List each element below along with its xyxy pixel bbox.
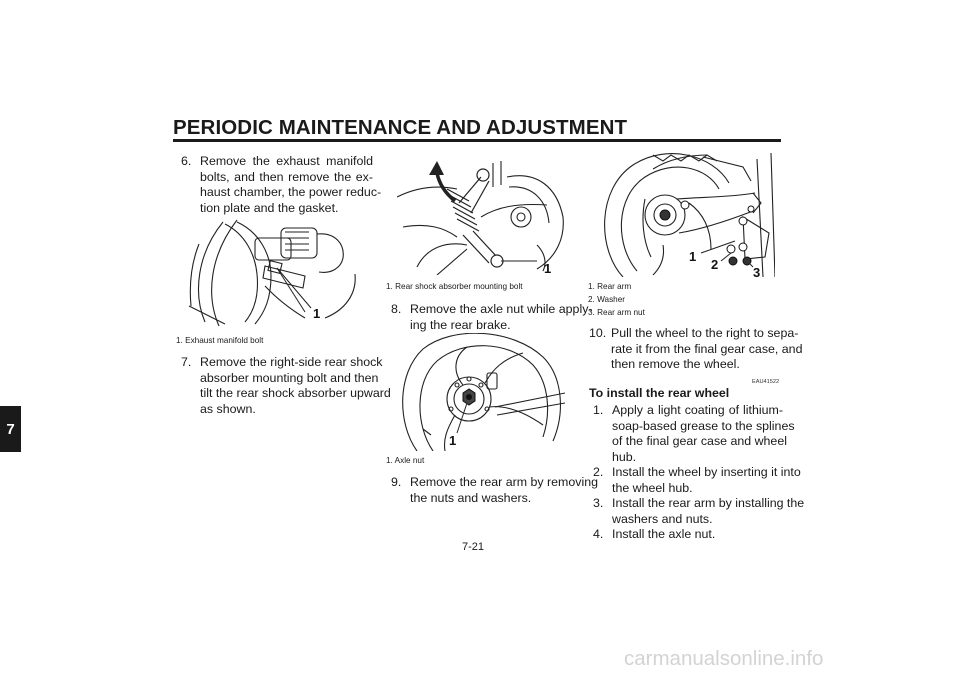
step-number: 3. [593,496,604,510]
exhaust-manifold-figure: 1 [188,219,356,327]
figure-caption: 2. Washer [588,295,626,304]
figure-callout: 2 [711,257,718,272]
step-line: Install the rear arm by installing the [612,496,805,510]
step-number: 2. [593,465,604,479]
shock-absorber-figure: 1 [397,161,564,275]
step-number: 9. [391,475,402,489]
step-line: Remove the exhaust manifold [200,154,373,168]
step-9: 9. Remove the rear arm by removing the n… [391,475,598,507]
figure-caption: 1. Rear shock absorber mounting bolt [386,282,523,291]
step-line: soap-based grease to the splines [612,418,795,433]
install-step-3: 3. Install the rear arm by installing th… [593,496,805,528]
figure-caption: 1. Exhaust manifold bolt [176,336,264,345]
step-line: rate it from the final gear case, and [611,341,803,356]
step-line: hub. [612,449,637,464]
title-rule [173,139,781,142]
figure-callout: 1 [544,261,551,275]
step-line: Apply a light coating of lithium- [612,403,783,417]
step-line: the nuts and washers. [410,490,532,505]
install-step-4: 4. Install the axle nut. [593,527,783,543]
step-line: Remove the right-side rear shock [200,355,383,369]
page-number: 7-21 [462,541,485,553]
step-line: Pull the wheel to the right to sepa- [611,326,799,340]
section-tab: 7 [0,406,21,452]
figure-callout: 1 [449,433,456,448]
step-number: 4. [593,527,604,541]
step-line: tilt the rear shock absorber upward [200,386,391,401]
step-number: 1. [593,403,604,417]
section-heading: To install the rear wheel [589,386,730,400]
step-7: 7. Remove the right-side rear shock abso… [181,355,391,419]
step-line: absorber mounting bolt and then [200,370,379,385]
step-line: Remove the axle nut while apply- [410,302,593,316]
step-number: 8. [391,302,402,316]
install-step-1: 1. Apply a light coating of lithium- soa… [593,403,795,467]
step-line: as shown. [200,401,256,416]
step-number: 7. [181,355,192,369]
step-line: then remove the wheel. [611,357,740,372]
step-line: Remove the rear arm by removing [410,475,598,489]
rear-arm-figure: 1 2 3 [604,152,775,277]
figure-callout: 1 [689,249,696,264]
step-line: Install the axle nut. [612,527,716,541]
figure-callout: 3 [753,265,760,277]
figure-callout: 1 [313,306,320,321]
step-line: bolts, and then remove the ex- [200,169,373,184]
figure-caption: 1. Rear arm [588,282,632,291]
watermark: carmanualsonline.info [624,647,824,670]
reference-code: EAU41522 [752,379,780,385]
step-number: 10. [589,326,607,340]
step-8: 8. Remove the axle nut while apply- ing … [391,302,593,334]
step-line: ing the rear brake. [410,317,511,332]
step-line: washers and nuts. [612,511,713,526]
figure-caption: 3. Rear arm nut [588,308,645,317]
axle-nut-figure: 1 [402,333,565,451]
figure-caption: 1. Axle nut [386,456,425,465]
step-6: 6. Remove the exhaust manifold bolts, an… [181,154,382,218]
step-line: the wheel hub. [612,480,693,495]
page-title: PERIODIC MAINTENANCE AND ADJUSTMENT [173,116,628,139]
step-10: 10. Pull the wheel to the right to sepa-… [589,326,803,374]
step-line: of the final gear case and wheel [612,434,787,449]
step-number: 6. [181,154,192,168]
step-line: tion plate and the gasket. [200,200,339,215]
step-line: Install the wheel by inserting it into [612,465,801,479]
install-step-2: 2. Install the wheel by inserting it int… [593,465,801,497]
step-line: haust chamber, the power reduc- [200,185,382,200]
